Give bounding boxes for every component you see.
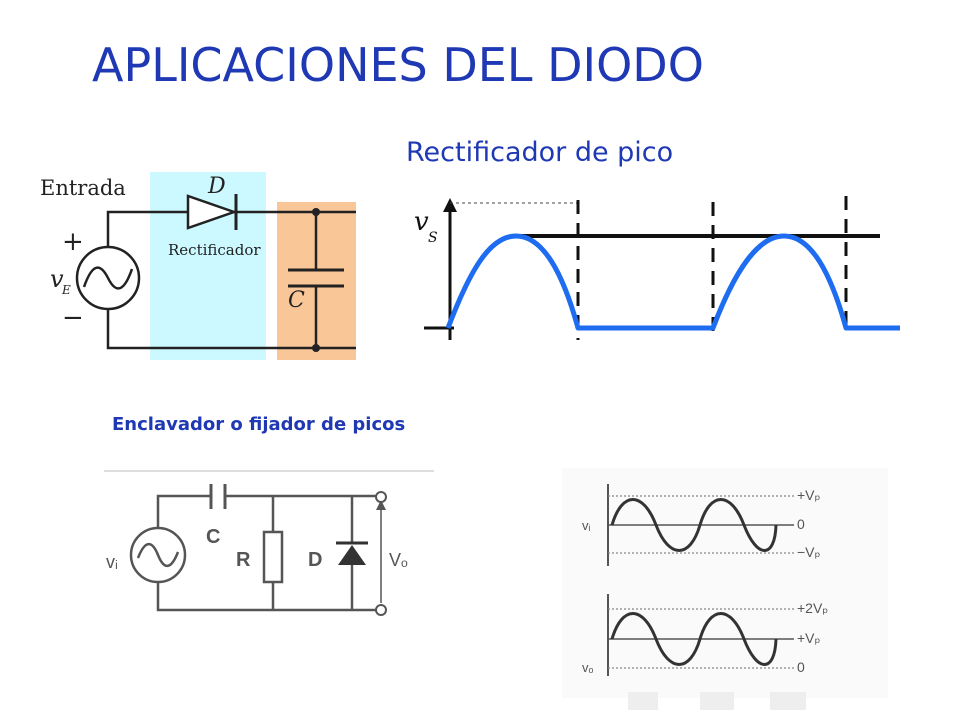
waveform-panel bbox=[562, 468, 888, 698]
bottom-wire bbox=[106, 308, 356, 350]
page-title: APLICACIONES DEL DIODO bbox=[92, 38, 704, 92]
capacitor-label: C bbox=[288, 288, 305, 313]
output-level-vp-label: +Vₚ bbox=[797, 630, 821, 646]
clamper-heading: Enclavador o fijador de picos bbox=[112, 414, 406, 435]
minus-sign: − bbox=[62, 303, 84, 333]
node-bottom bbox=[312, 344, 320, 352]
input-top-wire bbox=[106, 210, 188, 248]
clamper-top-left-wire bbox=[156, 494, 210, 527]
input-level-neg-label: −Vₚ bbox=[797, 544, 821, 560]
input-waveform: vᵢ +Vₚ 0 −Vₚ bbox=[582, 484, 821, 566]
clamper-resistor-label: R bbox=[236, 549, 251, 571]
plus-sign: + bbox=[62, 227, 84, 257]
input-level-pos-label: +Vₚ bbox=[797, 487, 821, 503]
peak-rectifier-waveform: v S bbox=[414, 196, 900, 340]
input-sine-curve bbox=[610, 498, 778, 552]
diode-symbol bbox=[186, 194, 238, 230]
output-wave-label: vₒ bbox=[582, 660, 594, 675]
peak-rectifier-circuit: Entrada D Rectificador C + − v E bbox=[40, 172, 356, 360]
output-arrow-icon bbox=[376, 500, 386, 510]
output-waveform: vₒ +2Vₚ +Vₚ 0 bbox=[582, 594, 828, 676]
clamper-source-label: vᵢ bbox=[106, 552, 118, 572]
clamper-waveforms: vᵢ +Vₚ 0 −Vₚ vₒ +2Vₚ +Vₚ 0 bbox=[562, 468, 888, 710]
watermark-block-1 bbox=[628, 692, 658, 710]
clamper-diode-symbol bbox=[336, 541, 368, 565]
input-label: Entrada bbox=[40, 176, 126, 200]
rectifier-box bbox=[150, 172, 266, 360]
output-sine-curve bbox=[610, 612, 778, 666]
capacitor-symbol bbox=[288, 268, 344, 288]
output-level-2vp-label: +2Vₚ bbox=[797, 600, 828, 616]
clamper-capacitor-symbol bbox=[209, 484, 227, 509]
output-terminal-top bbox=[375, 491, 387, 503]
output-terminal-bottom bbox=[375, 604, 387, 616]
peak-rectifier-heading: Rectificador de pico bbox=[406, 137, 674, 168]
clamper-output-label: Vₒ bbox=[389, 550, 408, 570]
watermark-block-3 bbox=[770, 692, 806, 710]
rectifier-label: Rectificador bbox=[168, 241, 261, 259]
rectified-signal-curve bbox=[445, 233, 900, 331]
source-voltage-label: v bbox=[50, 265, 64, 293]
clamper-ac-source-icon bbox=[129, 526, 187, 584]
source-voltage-subscript: E bbox=[61, 283, 71, 297]
output-level-zero-label: 0 bbox=[797, 659, 805, 675]
clamper-bottom-wire bbox=[156, 583, 378, 612]
output-voltage-label: v bbox=[414, 207, 429, 237]
clamper-capacitor-label: C bbox=[206, 526, 220, 548]
node-top bbox=[312, 208, 320, 216]
ac-source-icon bbox=[75, 245, 141, 311]
y-axis-arrow-icon bbox=[443, 198, 457, 212]
resistor-symbol bbox=[262, 530, 284, 584]
diode-label: D bbox=[207, 174, 226, 199]
input-wave-label: vᵢ bbox=[582, 518, 591, 533]
clamper-circuit: vᵢ C R D Vₒ bbox=[104, 470, 434, 616]
watermark-block-2 bbox=[700, 692, 734, 710]
output-voltage-subscript: S bbox=[428, 230, 438, 246]
clamper-diode-label: D bbox=[308, 549, 322, 571]
input-level-zero-label: 0 bbox=[797, 516, 805, 532]
